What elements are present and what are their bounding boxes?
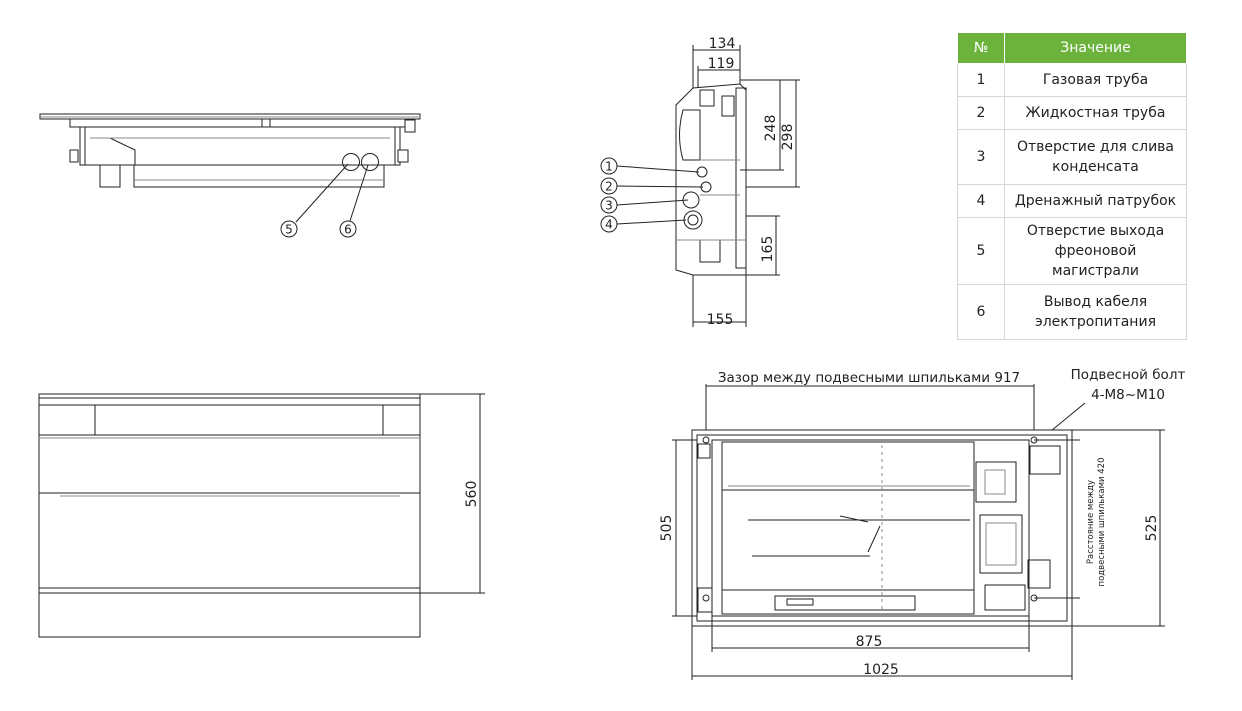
dim-505: 505 bbox=[659, 515, 675, 542]
legend-row-value: Отверстие выхода фреоновой магистрали bbox=[1004, 217, 1187, 285]
refrigerant-outlet-hole bbox=[342, 153, 360, 171]
dim-248: 248 bbox=[763, 115, 779, 142]
hanger-distance-label-2: подвесными шпильками 420 bbox=[1097, 458, 1107, 587]
dim-525: 525 bbox=[1144, 515, 1160, 542]
bottom-view: Зазор между подвесными шпильками 917 Под… bbox=[659, 367, 1185, 680]
hanger-bolt-label: Подвесной болт bbox=[1071, 367, 1186, 383]
legend-header-row: № Значение bbox=[957, 32, 1187, 64]
power-cable-outlet bbox=[361, 153, 379, 171]
legend-row: 5 Отверстие выхода фреоновой магистрали bbox=[957, 217, 1187, 285]
callout-5: 5 bbox=[285, 223, 293, 237]
dim-165: 165 bbox=[760, 236, 776, 263]
legend-row-num: 3 bbox=[957, 129, 1005, 185]
legend-row-value: Газовая труба bbox=[1004, 63, 1187, 97]
callout-2: 2 bbox=[605, 180, 613, 194]
legend-row-value: Дренажный патрубок bbox=[1004, 184, 1187, 218]
side-view: 134 119 248 298 165 bbox=[600, 36, 800, 328]
dim-1025: 1025 bbox=[863, 662, 899, 678]
callout-circle-5 bbox=[280, 220, 298, 238]
legend-row-num: 5 bbox=[957, 217, 1005, 285]
hanger-bolt-spec: 4-M8~M10 bbox=[1091, 387, 1165, 403]
legend-row-value: Вывод кабеля электропитания bbox=[1004, 284, 1187, 340]
legend-row: 3 Отверстие для слива конденсата bbox=[957, 129, 1187, 185]
legend-row-num: 1 bbox=[957, 63, 1005, 97]
legend-row: 2 Жидкостная труба bbox=[957, 96, 1187, 130]
legend-table: № Значение 1 Газовая труба 2 Жидкостная … bbox=[957, 32, 1187, 340]
legend-row-num: 2 bbox=[957, 96, 1005, 130]
callout-4: 4 bbox=[605, 218, 613, 232]
legend-row-value: Жидкостная труба bbox=[1004, 96, 1187, 130]
callout-1: 1 bbox=[605, 160, 613, 174]
legend-header-value: Значение bbox=[1004, 32, 1187, 64]
legend-row: 6 Вывод кабеля электропитания bbox=[957, 284, 1187, 340]
dim-155: 155 bbox=[707, 312, 734, 328]
callout-3: 3 bbox=[605, 199, 613, 213]
hanger-distance-label-1: Расстояние между bbox=[1086, 480, 1096, 564]
top-view: 560 bbox=[38, 393, 485, 638]
legend-row-value: Отверстие для слива конденсата bbox=[1004, 129, 1187, 185]
dim-119: 119 bbox=[708, 56, 735, 72]
legend-row: 1 Газовая труба bbox=[957, 63, 1187, 97]
front-view: 5 6 bbox=[39, 113, 421, 238]
hanger-gap-label: Зазор между подвесными шпильками 917 bbox=[718, 370, 1020, 386]
dim-134: 134 bbox=[709, 36, 736, 52]
callout-circle-6 bbox=[339, 220, 357, 238]
legend-row-num: 6 bbox=[957, 284, 1005, 340]
legend-row-num: 4 bbox=[957, 184, 1005, 218]
legend-row: 4 Дренажный патрубок bbox=[957, 184, 1187, 218]
dim-875: 875 bbox=[856, 634, 883, 650]
callout-6: 6 bbox=[344, 223, 352, 237]
dim-298: 298 bbox=[780, 124, 796, 151]
dim-560: 560 bbox=[464, 481, 480, 508]
legend-header-num: № bbox=[957, 32, 1005, 64]
